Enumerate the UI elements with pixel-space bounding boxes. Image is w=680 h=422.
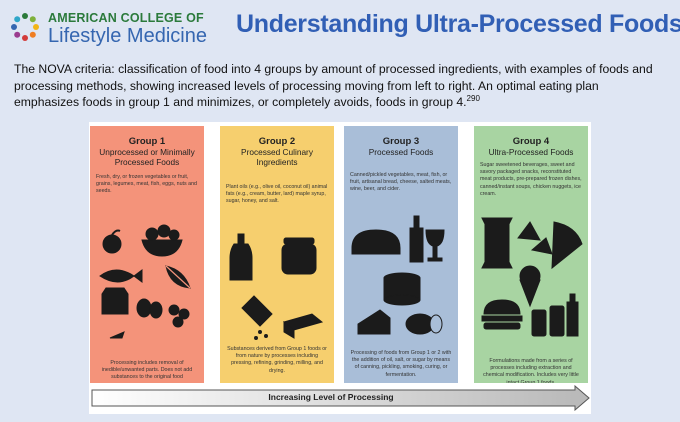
group-title: Group 4: [512, 136, 550, 147]
group-examples: Plant oils (e.g., olive oil, coconut oil…: [226, 184, 328, 205]
intro-paragraph: The NOVA criteria: classification of foo…: [14, 61, 666, 111]
arrow-right-icon: [91, 384, 590, 412]
group-2-column: Group 2 Processed Culinary Ingredients P…: [220, 126, 334, 383]
group-examples: Canned/pickled vegetables, meat, fish, o…: [350, 172, 452, 193]
ultra-processed-foods-illustration: [481, 217, 583, 337]
culinary-ingredients-illustration: [229, 233, 324, 340]
group-description: Substances derived from Group 1 foods or…: [227, 346, 327, 374]
group-subtitle: Ultra-Processed Foods: [488, 147, 574, 157]
aclm-logo: AMERICAN COLLEGE OF Lifestyle Medicine: [8, 8, 208, 48]
group-title: Group 1: [128, 136, 166, 147]
group-description: Processing includes removal of inedible/…: [101, 360, 193, 381]
nova-infographic: Group 1 Unprocessed or Minimally Process…: [89, 122, 591, 414]
page-title: Understanding Ultra-Processed Foods: [236, 10, 680, 38]
group-description: Processing of foods from Group 1 or 2 wi…: [350, 350, 452, 378]
header: AMERICAN COLLEGE OF Lifestyle Medicine U…: [0, 0, 680, 52]
group-1-column: Group 1 Unprocessed or Minimally Process…: [90, 126, 204, 383]
group-subtitle: Processed Culinary Ingredients: [241, 147, 313, 167]
group-3-column: Group 3 Processed Foods Canned/pickled v…: [344, 126, 458, 383]
group-description: Formulations made from a series of proce…: [483, 358, 579, 383]
group-examples: Fresh, dry, or frozen vegetables or frui…: [96, 174, 197, 195]
processing-level-arrow: Increasing Level of Processing: [91, 384, 591, 412]
group-subtitle: Unprocessed or Minimally Processed Foods: [99, 147, 195, 167]
intro-text: The NOVA criteria: classification of foo…: [14, 62, 653, 109]
group-examples: Sugar sweetened beverages, sweet and sav…: [480, 162, 582, 197]
arrow-label: Increasing Level of Processing: [268, 392, 394, 402]
group-4-column: Group 4 Ultra-Processed Foods Sugar swee…: [474, 126, 588, 383]
logo-text-line2: Lifestyle Medicine: [48, 25, 207, 47]
whole-foods-illustration: [99, 224, 191, 339]
group-subtitle: Processed Foods: [368, 147, 434, 157]
group-title: Group 2: [258, 136, 296, 147]
logo-icon: [11, 13, 39, 41]
group-title: Group 3: [382, 136, 420, 147]
logo-text-line1: AMERICAN COLLEGE OF: [48, 11, 204, 25]
reference-number: 290: [466, 93, 480, 103]
processed-foods-illustration: [351, 215, 445, 335]
